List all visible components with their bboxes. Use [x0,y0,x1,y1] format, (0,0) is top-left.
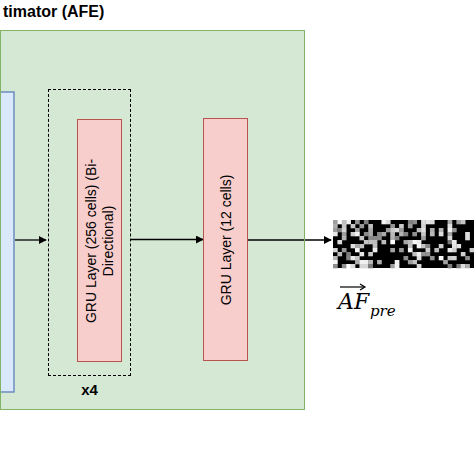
estimator-panel: GRU Layer (256 cells) (Bi-Directional)x4… [0,30,305,410]
input-block [0,92,14,392]
output-subscript: pre [370,304,396,319]
gru-layer-box: GRU Layer (12 cells) [203,118,248,361]
input-arrow [15,239,46,240]
layer-label: GRU Layer (12 cells) [217,153,234,326]
vector-arrow-head [360,284,365,290]
repeat-count: x4 [49,381,130,398]
panel-fill [0,30,305,410]
feature-heatmap [333,220,474,268]
repeat-group: GRU Layer (256 cells) (Bi-Directional)x4 [48,89,131,376]
gru-layer-box: GRU Layer (256 cells) (Bi-Directional) [77,119,122,362]
flow-arrow [131,239,203,240]
output-symbol: AF [338,291,369,313]
layer-label: GRU Layer (256 cells) (Bi-Directional) [83,154,117,327]
output-arrow [247,239,331,240]
vector-arrow [340,286,364,287]
panel-title: timator (AFE) [3,3,104,21]
